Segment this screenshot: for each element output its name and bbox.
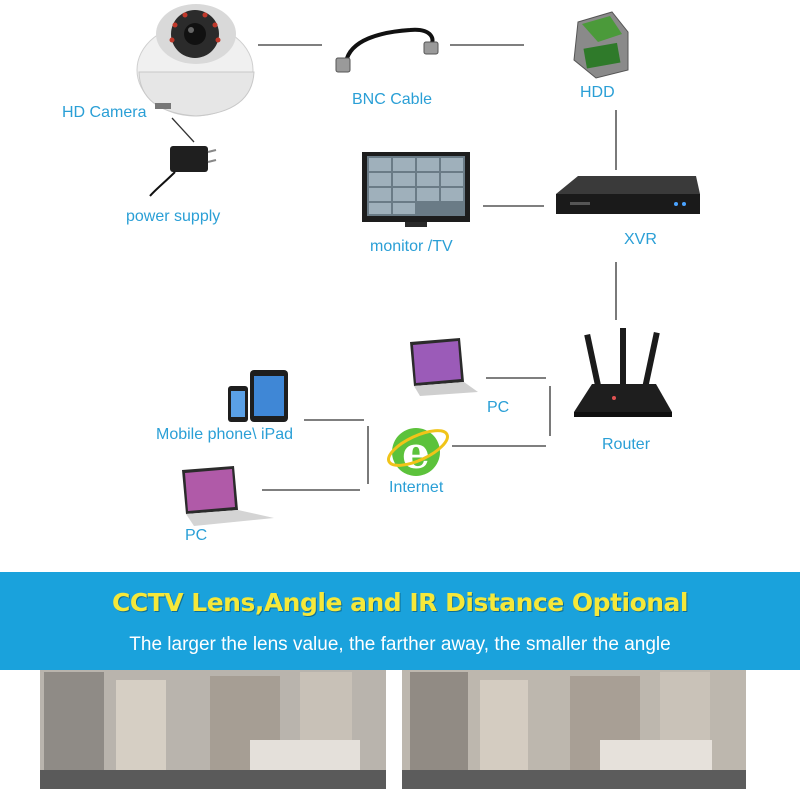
label-xvr: XVR — [624, 231, 657, 248]
label-power-supply: power supply — [126, 208, 221, 225]
hdd-icon — [573, 11, 629, 79]
laptop-icon-top — [410, 338, 478, 396]
banner-subtitle: The larger the lens value, the farther a… — [129, 634, 671, 655]
label-pc-top: PC — [487, 399, 510, 416]
xvr-recorder-icon — [556, 176, 700, 214]
monitor-icon — [362, 152, 470, 227]
lens-sample-photo-left — [40, 670, 386, 789]
phone-tablet-icon — [228, 370, 288, 422]
lens-sample-photo-right — [402, 670, 746, 789]
dome-camera-icon — [136, 4, 255, 117]
router-icon — [574, 328, 672, 417]
label-router: Router — [602, 436, 651, 453]
connector-lines — [171, 44, 617, 491]
banner-title: CCTV Lens,Angle and IR Distance Optional — [111, 588, 689, 617]
label-hdd: HDD — [580, 84, 615, 101]
label-internet: Internet — [389, 479, 444, 496]
internet-icon: e — [387, 428, 449, 479]
lens-banner: CCTV Lens,Angle and IR Distance Optional… — [0, 572, 800, 670]
label-bnc-cable: BNC Cable — [352, 91, 433, 108]
label-mobile-ipad: Mobile phone\ iPad — [156, 426, 293, 443]
label-monitor-tv: monitor /TV — [370, 238, 453, 255]
label-pc-bottom: PC — [185, 527, 208, 544]
laptop-icon-bottom — [182, 466, 274, 526]
bnc-cable-icon — [335, 27, 439, 73]
power-supply-icon — [149, 146, 217, 197]
label-hd-camera: HD Camera — [62, 104, 147, 121]
